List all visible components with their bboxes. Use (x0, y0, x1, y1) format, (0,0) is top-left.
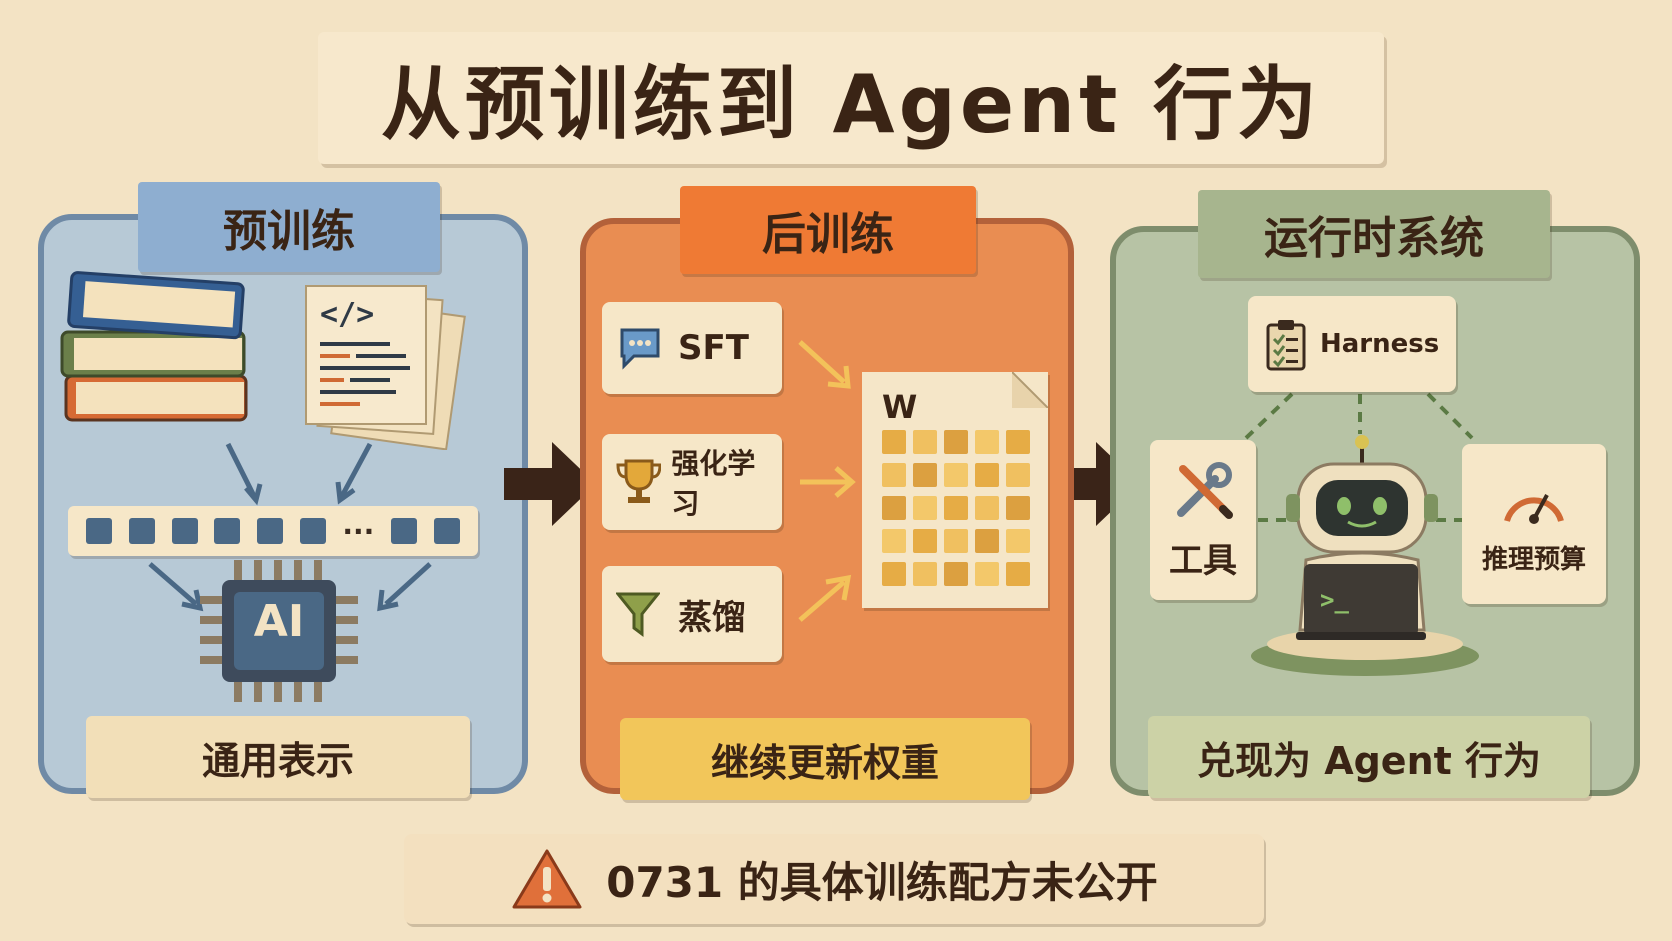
pretraining-heading: 预训练 (138, 182, 440, 272)
runtime-output-label: 兑现为 Agent 行为 (1148, 716, 1590, 798)
weight-cell (1006, 562, 1030, 586)
terminal-prompt: >_ (1320, 586, 1349, 614)
weight-cell (944, 496, 968, 520)
undisclosed-recipe-note: 0731 的具体训练配方未公开 (404, 834, 1264, 924)
clipboard-checklist-icon (1266, 320, 1306, 371)
weight-cell (882, 496, 906, 520)
weight-cell (913, 562, 937, 586)
token-ellipsis: ··· (342, 514, 375, 548)
token (257, 518, 284, 544)
budget-card: 推理预算 (1462, 444, 1606, 604)
ai-chip-label: AI (253, 596, 305, 647)
token (433, 518, 460, 544)
ai-chip-icon (200, 560, 358, 702)
method-label: 蒸馏 (678, 597, 746, 638)
weight-cell (944, 463, 968, 487)
weight-cell (1006, 496, 1030, 520)
budget-label: 推理预算 (1481, 544, 1586, 575)
weight-cell (1006, 529, 1030, 553)
gauge-icon (1504, 493, 1564, 524)
weight-cell (975, 562, 999, 586)
weight-cell (944, 562, 968, 586)
funnel-icon (616, 592, 660, 637)
books-icon (60, 271, 248, 422)
method-card-sft: SFT (602, 302, 782, 394)
pretraining-output-label: 通用表示 (86, 716, 470, 798)
weight-cell (1006, 463, 1030, 487)
token (299, 518, 326, 544)
weight-cell (882, 562, 906, 586)
weight-grid (882, 430, 1032, 590)
posttraining-heading: 后训练 (680, 186, 976, 274)
weight-cell (944, 430, 968, 454)
weight-cell (913, 496, 937, 520)
weight-cell (913, 463, 937, 487)
runtime-heading: 运行时系统 (1198, 190, 1550, 278)
token (129, 518, 155, 544)
token (390, 518, 417, 544)
harness-label: Harness (1320, 329, 1440, 359)
weight-cell (975, 463, 999, 487)
trophy-icon (616, 459, 662, 503)
method-card-distill: 蒸馏 (602, 566, 782, 662)
method-card-rl: 强化学习 (602, 434, 782, 530)
weight-cell (975, 529, 999, 553)
warning-triangle-icon (512, 849, 582, 909)
weight-cell (975, 430, 999, 454)
posttraining-output-label: 继续更新权重 (620, 718, 1030, 800)
code-document-icon: </> (305, 285, 466, 450)
page-title: 从预训练到 Agent 行为 (318, 32, 1384, 164)
weight-cell (913, 529, 937, 553)
pretraining-flow-arrows (148, 442, 432, 612)
wrench-screwdriver-icon (1177, 461, 1233, 519)
weight-cell (944, 529, 968, 553)
weight-cell (913, 430, 937, 454)
weight-cell (882, 430, 906, 454)
weight-cell (975, 496, 999, 520)
token-sequence: ··· (68, 506, 478, 556)
weights-label: W (882, 388, 918, 426)
page-fold-icon (1012, 372, 1048, 408)
token (86, 518, 113, 544)
token (214, 518, 241, 544)
arrow-pretrain-to-posttrain-icon (504, 442, 596, 526)
robot-agent-icon (1251, 435, 1479, 676)
weight-cell (1006, 430, 1030, 454)
weight-cell (882, 463, 906, 487)
chat-bubble-icon (620, 328, 660, 370)
method-label: SFT (678, 328, 749, 368)
tools-label: 工具 (1169, 540, 1237, 581)
method-label: 强化学习 (671, 447, 756, 520)
tools-card: 工具 (1150, 440, 1256, 600)
weight-cell (882, 529, 906, 553)
token (171, 518, 198, 544)
svg-text:</>: </> (320, 297, 374, 332)
note-text: 0731 的具体训练配方未公开 (606, 857, 1158, 907)
method-to-weights-arrows (798, 340, 856, 622)
harness-card: Harness (1248, 296, 1456, 392)
